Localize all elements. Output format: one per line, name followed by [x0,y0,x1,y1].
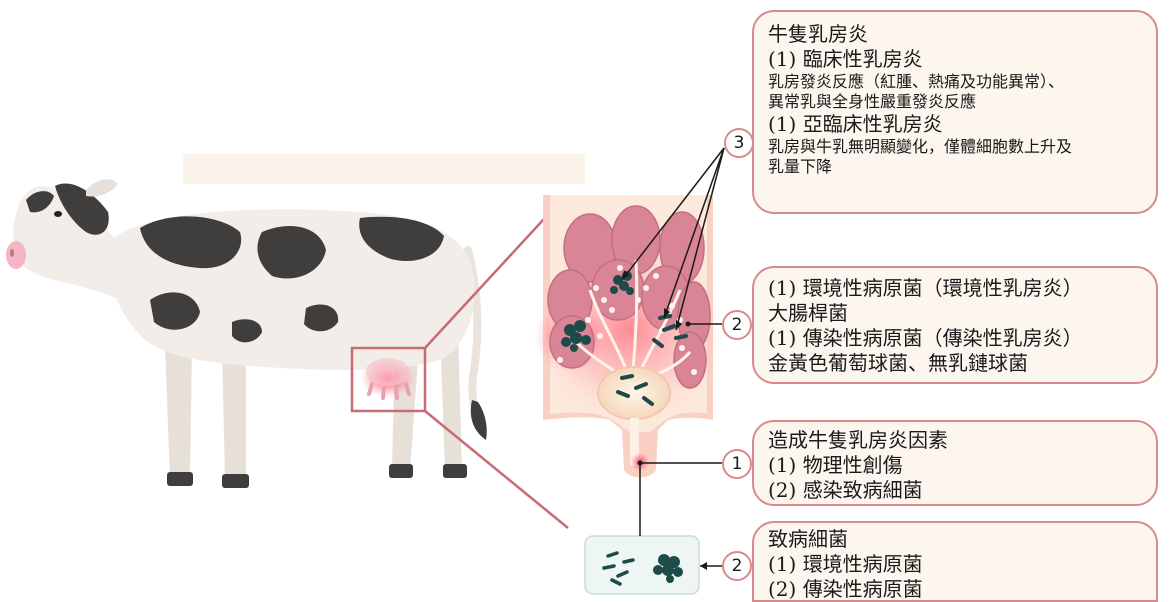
box2a-contagious: (1) 傳染性病原菌（傳染性乳房炎） [768,326,1142,351]
box1-title: 造成牛隻乳房炎因素 [768,428,1142,453]
box2a-environmental: (1) 環境性病原菌（環境性乳房炎） [768,276,1142,301]
box-pathogen-sources: (1) 環境性病原菌（環境性乳房炎） 大腸桿菌 (1) 傳染性病原菌（傳染性乳房… [752,266,1158,384]
box2a-staph-strep: 金黃色葡萄球菌、無乳鏈球菌 [768,351,1142,376]
box3-clinical-desc-1: 乳房發炎反應（紅腫、熱痛及功能異常）、 [768,72,1142,92]
marker-2-pathogen-types: 2 [722,551,752,581]
box3-clinical: (1) 臨床性乳房炎 [768,47,1142,72]
box3-title: 牛隻乳房炎 [768,22,1142,47]
box-bovine-mastitis: 牛隻乳房炎 (1) 臨床性乳房炎 乳房發炎反應（紅腫、熱痛及功能異常）、 異常乳… [752,10,1158,214]
box3-subclinical-desc-1: 乳房與牛乳無明顯變化，僅體細胞數上升及 [768,137,1142,157]
box3-clinical-desc-2: 異常乳與全身性嚴重發炎反應 [768,92,1142,112]
udder-cross-section [534,195,725,478]
cow-illustration [6,179,487,488]
marker-3: 3 [724,128,754,158]
box2b-contagious: (2) 傳染性病原菌 [768,577,1142,602]
marker-2-pathogens-in-udder: 2 [722,310,752,340]
pathogen-inset [585,536,699,594]
box2a-ecoli: 大腸桿菌 [768,301,1142,326]
box3-subclinical-desc-2: 乳量下降 [768,157,1142,177]
box-mastitis-factors: 造成牛隻乳房炎因素 (1) 物理性創傷 (2) 感染致病細菌 [752,420,1158,506]
box2b-environmental: (1) 環境性病原菌 [768,552,1142,577]
box-pathogenic-bacteria: 致病細菌 (1) 環境性病原菌 (2) 傳染性病原菌 [752,521,1158,602]
box2b-title: 致病細菌 [768,527,1142,552]
background-band [183,154,585,184]
box1-bacterial-infection: (2) 感染致病細菌 [768,478,1142,503]
box3-subclinical: (1) 亞臨床性乳房炎 [768,112,1142,137]
box1-physical-trauma: (1) 物理性創傷 [768,453,1142,478]
marker-1: 1 [722,449,752,479]
